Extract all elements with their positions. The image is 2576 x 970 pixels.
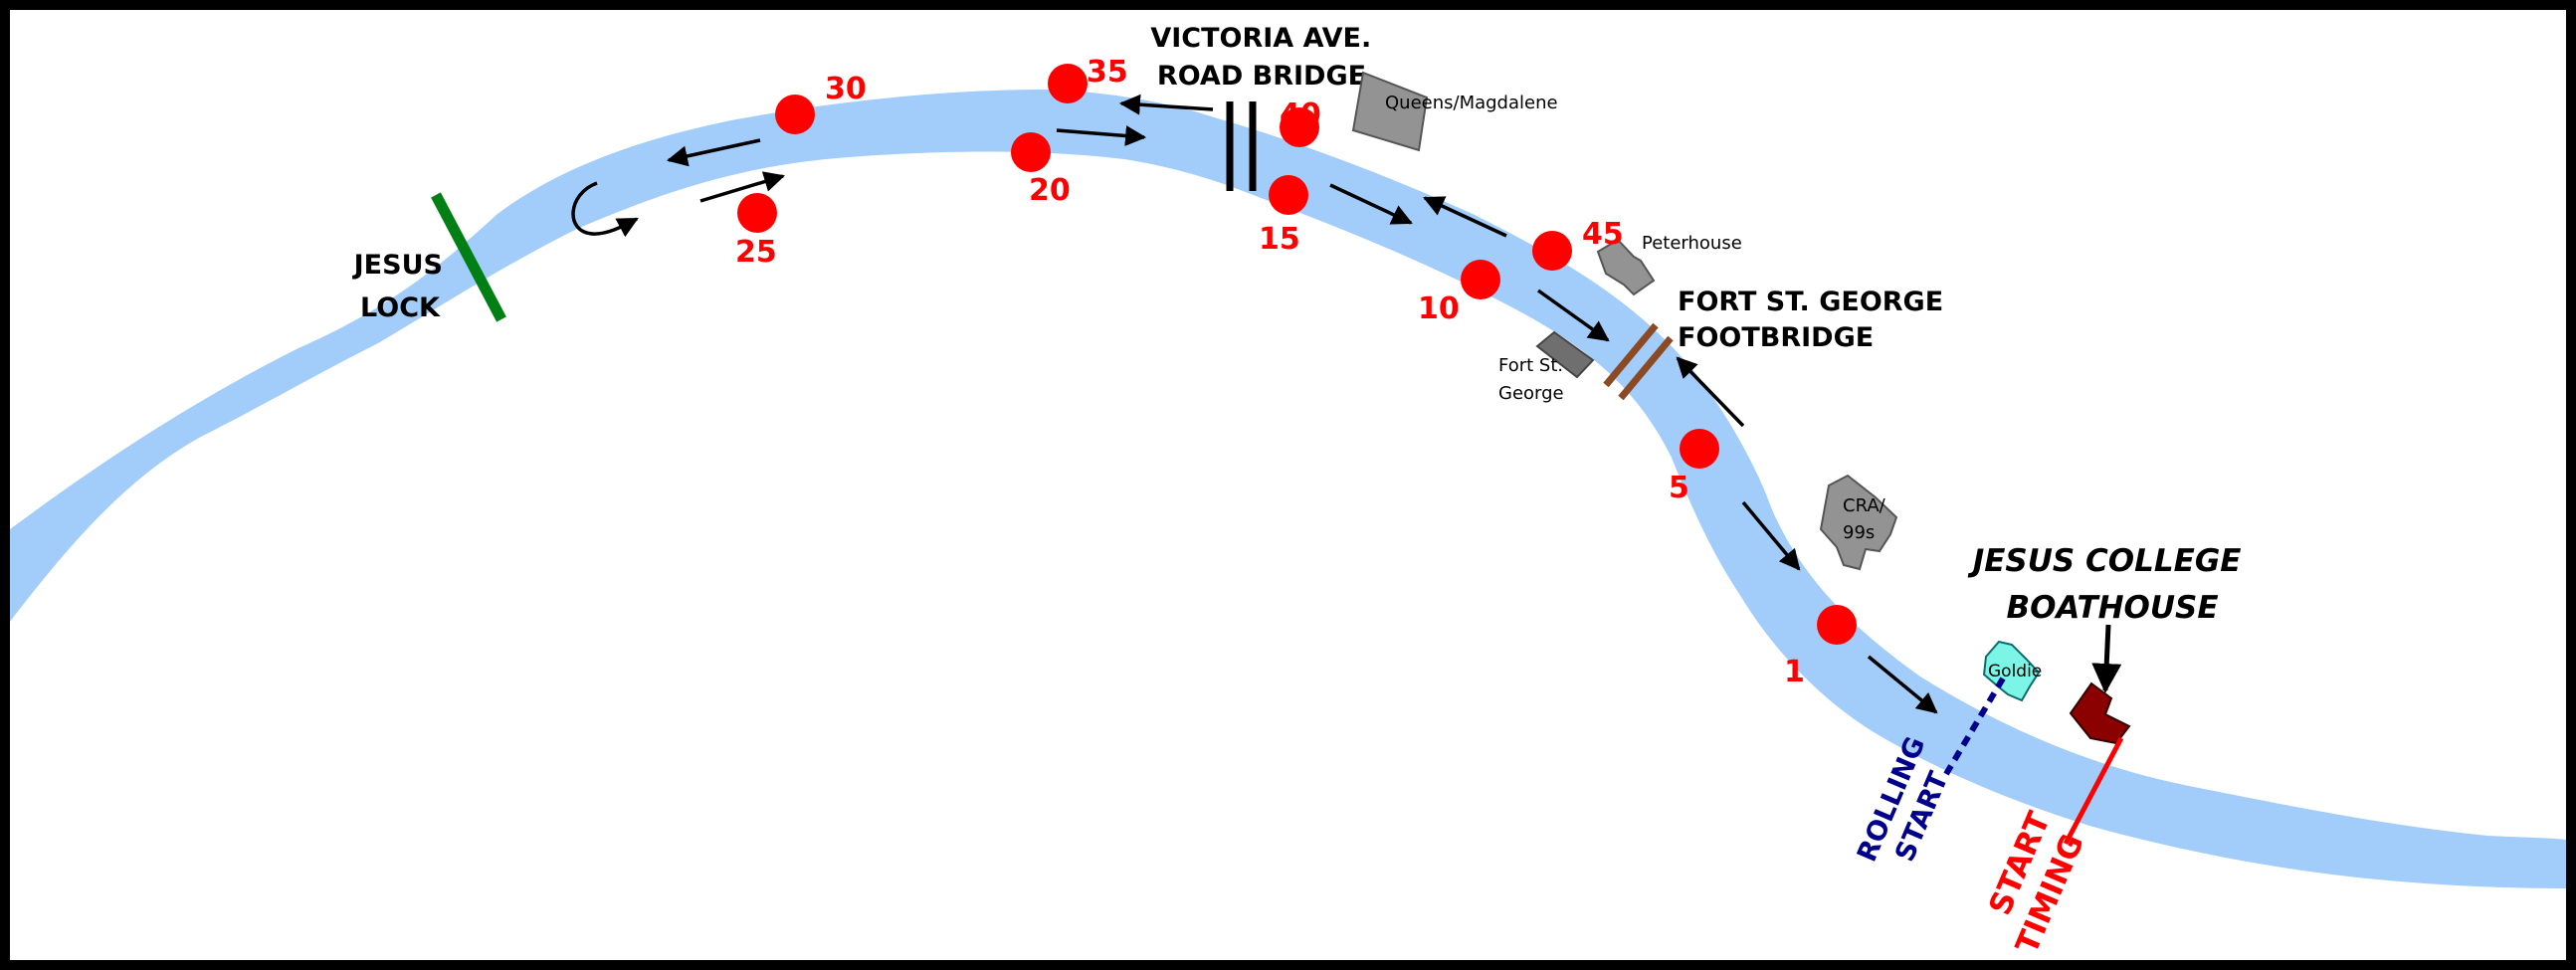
turn-around-arrow (571, 181, 639, 238)
marker-label-1: 1 (1784, 655, 1805, 689)
direction-arrow (1329, 183, 1413, 225)
victoria-bridge-label: VICTORIA AVE. ROAD BRIDGE (1150, 23, 1380, 92)
cra-99s-building (1819, 474, 1898, 571)
marker-dot-10 (1461, 260, 1500, 299)
marker-label-40: 40 (1280, 97, 1321, 132)
direction-arrow (1867, 655, 1938, 714)
marker-dot-45 (1532, 231, 1572, 271)
boathouse-label: JESUS COLLEGE BOATHOUSE (1967, 543, 2253, 626)
direction-arrow (1536, 289, 1610, 342)
direction-arrow (699, 171, 786, 203)
footbridge-rail-1 (1603, 322, 1659, 388)
direction-arrow (1056, 125, 1147, 146)
marker-dots (737, 64, 1857, 645)
boathouse-building (2069, 681, 2131, 745)
peterhouse-building (1596, 238, 1656, 296)
marker-label-35: 35 (1087, 55, 1128, 90)
jesus-lock-label: JESUS LOCK (352, 250, 453, 323)
fort-st-george-label: Fort St. George (1498, 355, 1569, 404)
marker-dot-20 (1011, 132, 1051, 172)
direction-arrow (1423, 196, 1507, 238)
river (10, 90, 2566, 888)
peterhouse-label: Peterhouse (1642, 233, 1742, 254)
queens-magdalene-building (1351, 71, 1429, 152)
queens-magdalene-label: Queens/Magdalene (1385, 93, 1558, 113)
jesus-lock-line (431, 192, 506, 322)
marker-dot-30 (775, 95, 815, 134)
direction-arrow (1741, 500, 1801, 571)
marker-label-15: 15 (1259, 222, 1300, 257)
footbridge-label: FORT ST. GEORGE FOOTBRIDGE (1678, 287, 1953, 353)
marker-dot-35 (1048, 64, 1088, 103)
marker-label-30: 30 (825, 72, 867, 106)
fort-st-george-building (1535, 330, 1595, 379)
cra-99s-label: CRA/ 99s (1843, 495, 1890, 543)
direction-arrow (1676, 356, 1745, 428)
marker-dot-40 (1280, 107, 1319, 147)
direction-arrow (1118, 94, 1214, 115)
start-timing-line (2063, 736, 2124, 846)
marker-label-20: 20 (1029, 173, 1071, 208)
direction-arrows (571, 94, 1938, 714)
marker-dot-5 (1680, 429, 1719, 469)
marker-labels: 1 5 10 15 20 25 30 35 40 45 (735, 55, 1805, 689)
marker-label-5: 5 (1669, 471, 1689, 505)
boathouse-pointer-arrow (2091, 624, 2122, 693)
footbridge-rail-2 (1618, 335, 1674, 401)
marker-dot-25 (737, 193, 777, 233)
river-map: JESUS LOCK VICTORIA AVE. ROAD BRIDGE FOR… (10, 23, 2566, 959)
map-frame: JESUS LOCK VICTORIA AVE. ROAD BRIDGE FOR… (10, 10, 2566, 960)
marker-dot-15 (1269, 175, 1308, 215)
direction-arrow (666, 138, 761, 167)
marker-label-10: 10 (1418, 291, 1460, 326)
marker-label-45: 45 (1582, 217, 1624, 252)
rolling-start-line (1943, 677, 2006, 776)
goldie-label: Goldie (1988, 662, 2042, 681)
marker-label-25: 25 (735, 235, 777, 270)
marker-dot-1 (1817, 605, 1857, 645)
